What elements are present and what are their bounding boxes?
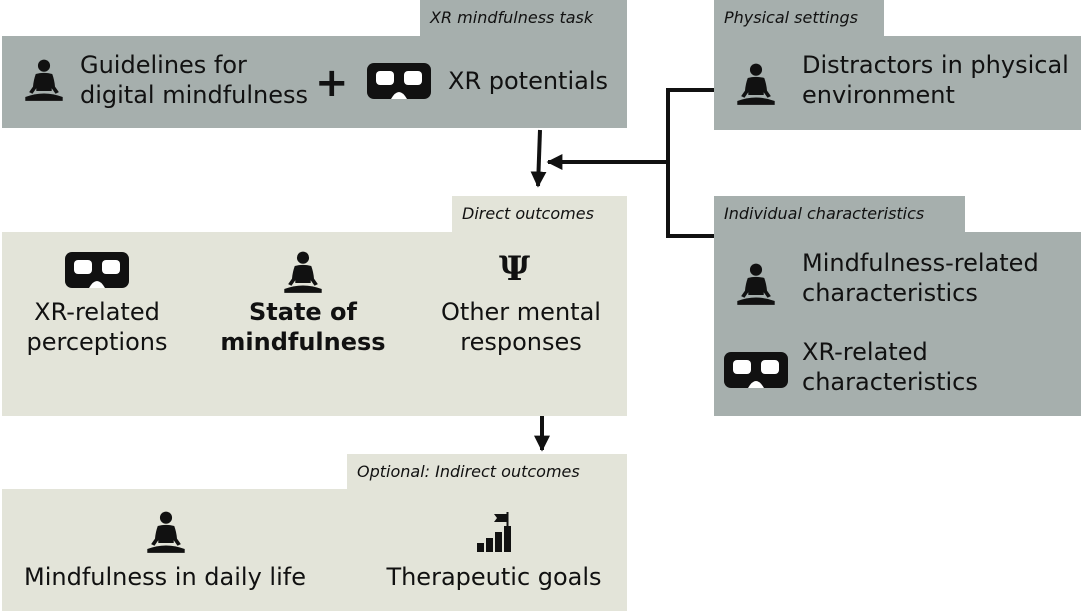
daily-life-label: Mindfulness in daily life xyxy=(24,563,306,591)
bracket-physical-individual xyxy=(666,88,714,238)
distractors-line2: environment xyxy=(802,81,955,109)
mindfulness-related-line1: Mindfulness-related xyxy=(802,249,1039,277)
meditation-icon xyxy=(22,58,66,102)
state-line1: State of xyxy=(249,298,357,326)
xr-perceptions-line2: perceptions xyxy=(26,328,168,356)
guidelines-line1: Guidelines for xyxy=(80,51,247,79)
other-line1: Other mental xyxy=(441,298,601,326)
indirect-header: Optional: Indirect outcomes xyxy=(347,454,627,490)
arrow-task-to-outcomes xyxy=(530,129,547,188)
meditation-icon xyxy=(281,250,325,294)
physical-panel xyxy=(714,36,1081,130)
vr-headset-icon xyxy=(65,252,129,288)
xr-potentials-label: XR potentials xyxy=(448,67,609,95)
therapeutic-goals-label: Therapeutic goals xyxy=(386,563,602,591)
vr-headset-icon xyxy=(367,63,431,99)
state-line2: mindfulness xyxy=(220,328,386,356)
guidelines-line2: digital mindfulness xyxy=(80,81,309,109)
xr-perceptions-line1: XR-related xyxy=(34,298,160,326)
distractors-line1: Distractors in physical xyxy=(802,51,1069,79)
vr-headset-icon xyxy=(724,352,788,388)
meditation-icon xyxy=(144,510,188,554)
meditation-icon xyxy=(734,62,778,106)
individual-header: Individual characteristics xyxy=(714,196,965,232)
psi-icon: Ψ xyxy=(499,249,531,289)
direct-header: Direct outcomes xyxy=(452,196,627,232)
physical-header: Physical settings xyxy=(714,0,884,36)
goal-chart-icon xyxy=(474,510,514,554)
indirect-panel xyxy=(2,489,627,611)
plus-sign: + xyxy=(315,60,349,106)
meditation-icon xyxy=(734,262,778,306)
xr-related-line1: XR-related xyxy=(802,338,928,366)
xr-related-line2: characteristics xyxy=(802,368,978,396)
xr-task-header: XR mindfulness task xyxy=(420,0,627,36)
mindfulness-related-line2: characteristics xyxy=(802,279,978,307)
xr-task-panel xyxy=(2,36,627,128)
other-line2: responses xyxy=(460,328,582,356)
